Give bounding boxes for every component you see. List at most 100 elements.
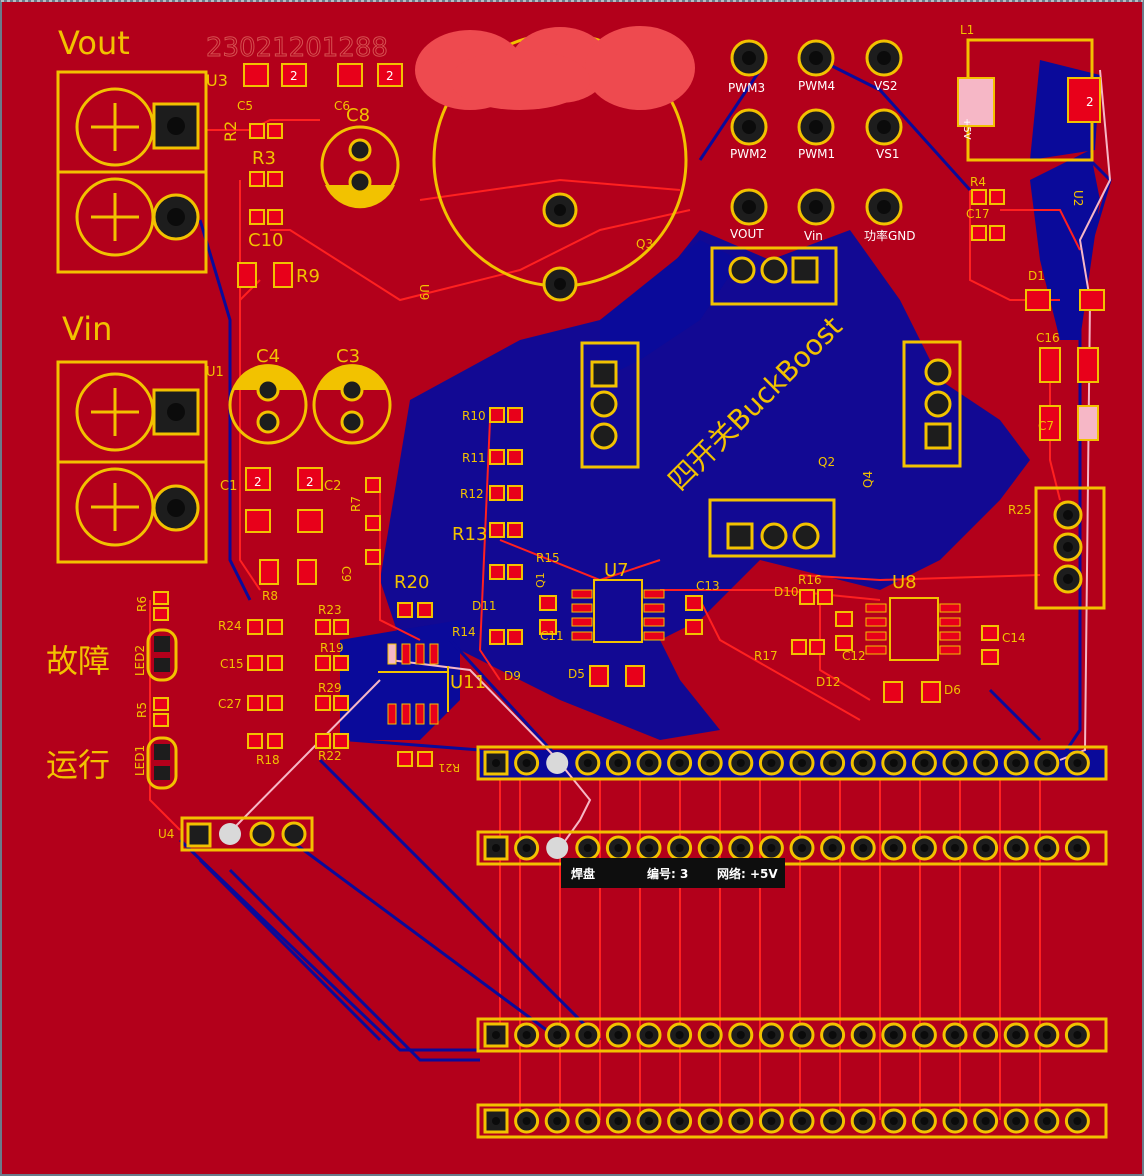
vout-label: Vout [58, 24, 130, 62]
test-points[interactable] [730, 39, 903, 226]
vin-label: Vin [62, 310, 113, 348]
pin-hole [736, 1031, 745, 1039]
mosfet-q1[interactable] [580, 341, 640, 469]
pin-hole [981, 1031, 990, 1039]
mosfet-q3[interactable] [710, 246, 838, 306]
tp-vs2: VS2 [874, 79, 897, 93]
pin-hole [767, 1117, 776, 1125]
pin-hole [614, 844, 623, 852]
lbl-c16: C16 [1036, 331, 1060, 345]
pin-hole [828, 844, 837, 852]
lbl-d12: D12 [816, 675, 841, 689]
lbl-r15: R15 [536, 551, 560, 565]
pin-hole [522, 844, 531, 852]
tp-pwm3: PWM3 [728, 81, 765, 95]
pin-hole [798, 1031, 806, 1039]
pin-hole [1012, 844, 1021, 852]
lbl-c15: C15 [220, 657, 244, 671]
pin-hole [614, 759, 623, 767]
ic-u11[interactable] [378, 643, 449, 725]
lbl-r19: R19 [320, 641, 344, 655]
pin-hole [675, 1117, 684, 1125]
pin-hole [553, 1031, 562, 1039]
pin-hole [859, 759, 868, 767]
lbl-u1: U1 [206, 365, 224, 380]
lbl-r5: R5 [135, 702, 149, 718]
cap-c8[interactable] [320, 125, 400, 209]
lbl-d9: D9 [504, 669, 521, 683]
ic-u7[interactable] [571, 579, 665, 643]
pin-hole [736, 759, 745, 767]
pin-hole [920, 1117, 929, 1125]
lbl-q4: Q4 [861, 471, 875, 488]
header-outline [476, 1103, 1108, 1139]
mosfet-q4[interactable] [902, 340, 962, 468]
tooltip-title: 焊盘 [571, 866, 596, 881]
lbl-d6: D6 [944, 683, 961, 697]
pin-hole [492, 844, 500, 852]
tp-pgnd: 功率GND [864, 228, 916, 243]
pin-hole [798, 1117, 806, 1125]
cap-c3[interactable] [312, 364, 392, 445]
pin-hole [920, 1031, 929, 1039]
lbl-r12: R12 [460, 487, 484, 501]
pin-hole [645, 1117, 653, 1125]
header-outline [476, 745, 1108, 781]
board-code: 23021201288 [206, 33, 388, 63]
led1[interactable] [146, 697, 178, 790]
vout-terminal-block[interactable] [56, 70, 208, 274]
smd-passives[interactable] [237, 123, 1105, 767]
lbl-c1: C1 [220, 479, 237, 494]
lbl-c9: C9 [339, 566, 353, 582]
pin-hole [1073, 759, 1082, 767]
lbl-r18: R18 [256, 753, 280, 767]
pin-hole [828, 759, 837, 767]
pin-hole [828, 1031, 837, 1039]
pin-hole [951, 759, 959, 767]
tp-vin: Vin [804, 229, 823, 243]
mosfet-q2[interactable] [708, 498, 836, 558]
pin-hole [951, 844, 959, 852]
pad-info-tooltip: 焊盘 编号: 3 网络: +5V [561, 858, 785, 888]
pin-hole [859, 1031, 868, 1039]
lbl-d11: D11 [472, 599, 497, 613]
lbl-c12: C12 [842, 649, 866, 663]
u3-regulator-pads[interactable] [243, 63, 403, 87]
inductor-l1[interactable] [957, 38, 1101, 162]
lbl-r29: R29 [318, 681, 342, 695]
tp-pwm1: PWM1 [798, 147, 835, 161]
cap-c4[interactable] [228, 364, 308, 445]
pin-hole [1042, 1031, 1051, 1039]
lbl-u8: U8 [892, 572, 917, 593]
lbl-c8: C8 [346, 105, 370, 126]
lbl-u11: U11 [450, 672, 486, 693]
header-outline [476, 1017, 1108, 1053]
pad-digit: 2 [290, 69, 298, 83]
pin-hole [675, 844, 684, 852]
header-u4[interactable] [180, 816, 314, 852]
pin-hole [981, 844, 990, 852]
pin-hole [889, 1031, 898, 1039]
lbl-c7: C7 [1038, 419, 1054, 433]
lbl-c4: C4 [256, 346, 280, 367]
lbl-r7: R7 [349, 496, 363, 512]
potentiometer-r25[interactable] [1034, 486, 1106, 610]
pin-hole [1012, 1031, 1021, 1039]
pin-hole [951, 1031, 959, 1039]
pin-hole [981, 759, 990, 767]
vin-terminal-block[interactable] [56, 360, 208, 564]
pin-hole [645, 1031, 653, 1039]
l1-net-mark: +5V [961, 118, 972, 140]
pin-hole [1012, 759, 1021, 767]
ic-u8[interactable] [865, 597, 961, 661]
pin-hole [522, 1117, 531, 1125]
pin-header-rows[interactable] [476, 745, 1108, 1139]
pin-hole [522, 1031, 531, 1039]
pin-hole [645, 759, 653, 767]
pin-hole [492, 759, 500, 767]
led2[interactable] [146, 591, 178, 682]
lbl-r23: R23 [318, 603, 342, 617]
lbl-r24: R24 [218, 619, 242, 633]
